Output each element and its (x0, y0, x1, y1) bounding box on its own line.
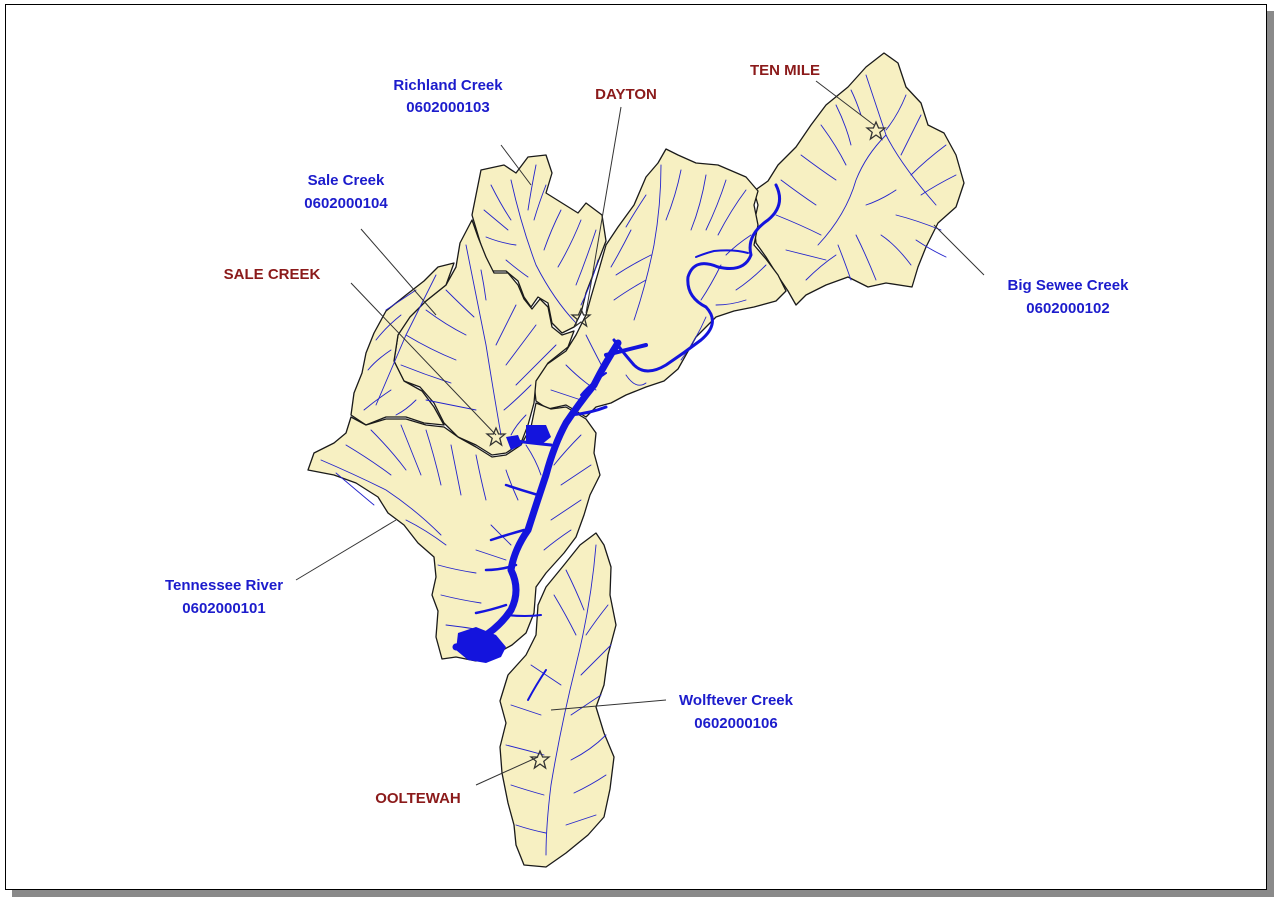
leader-sale-creek-town (350, 282, 497, 436)
watershed-polygons (307, 52, 965, 868)
watershed-sale-creek-west (350, 262, 455, 426)
town-markers (485, 120, 887, 770)
town-labels: DAYTON TEN MILE SALE CREEK OOLTEWAH (224, 62, 820, 807)
leader-tennessee-river (295, 519, 397, 581)
label-town-ooltewah: OOLTEWAH (375, 790, 461, 807)
leader-ooltewah (475, 756, 539, 786)
label-leaders (295, 80, 985, 786)
watershed-labels: Richland Creek 0602000103 Sale Creek 060… (165, 77, 1129, 732)
label-richland-creek-name: Richland Creek (393, 77, 503, 94)
watershed-wolftever-creek (499, 532, 617, 868)
label-wolftever-creek-code: 0602000106 (694, 715, 777, 732)
label-town-dayton: DAYTON (595, 86, 657, 103)
watershed-map: Richland Creek 0602000103 Sale Creek 060… (165, 52, 1129, 868)
watershed-upper-mainstem (533, 148, 787, 418)
leader-ten-mile (815, 80, 875, 126)
label-tennessee-river-name: Tennessee River (165, 577, 283, 594)
label-richland-creek-code: 0602000103 (406, 99, 489, 116)
star-icon (570, 307, 592, 328)
star-icon (485, 426, 507, 447)
watershed-big-sewee-creek (753, 52, 965, 306)
leader-big-sewee-creek (933, 224, 985, 276)
star-icon (865, 120, 887, 141)
label-big-sewee-creek-name: Big Sewee Creek (1008, 277, 1130, 294)
stream-network (320, 74, 957, 856)
label-wolftever-creek-name: Wolftever Creek (679, 692, 794, 709)
leader-richland-creek (500, 144, 532, 186)
leader-sale-creek (360, 228, 437, 316)
label-sale-creek-name: Sale Creek (308, 172, 385, 189)
label-tennessee-river-code: 0602000101 (182, 600, 265, 617)
label-town-sale-creek: SALE CREEK (224, 266, 321, 283)
star-icon (529, 749, 551, 770)
map-frame: Richland Creek 0602000103 Sale Creek 060… (5, 4, 1267, 890)
watershed-richland-creek (471, 154, 607, 334)
leader-wolftever-creek (550, 699, 667, 711)
tennessee-river-channel (452, 183, 782, 701)
leader-dayton (585, 106, 622, 314)
label-big-sewee-creek-code: 0602000102 (1026, 300, 1109, 317)
label-sale-creek-code: 0602000104 (304, 195, 388, 212)
label-town-ten-mile: TEN MILE (750, 62, 820, 79)
